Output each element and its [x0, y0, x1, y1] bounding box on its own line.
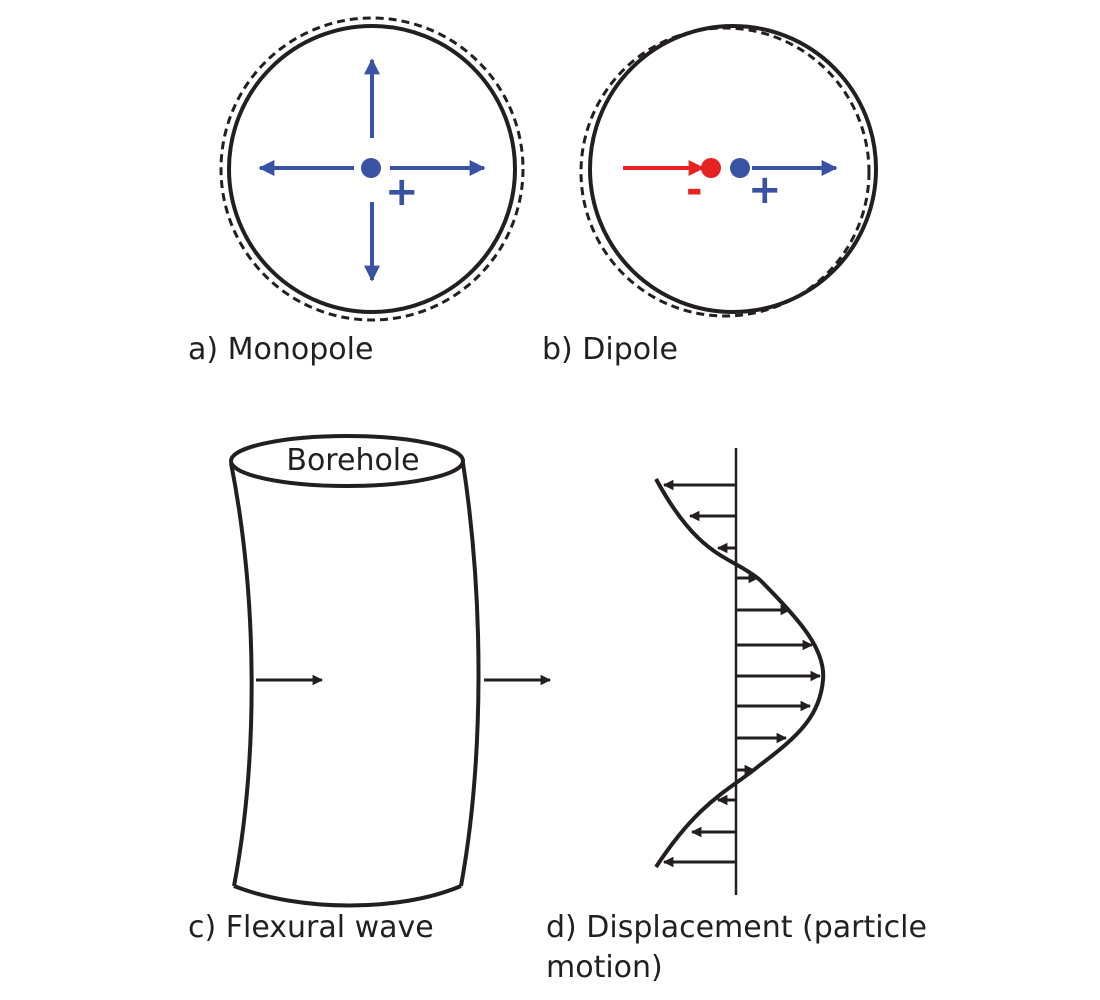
monopole-panel: + [219, 16, 525, 322]
monopole-plus-sign: + [385, 169, 419, 215]
dipole-positive-dot [730, 158, 750, 178]
borehole-right-wall [459, 462, 481, 887]
dipole-negative-dot [701, 158, 721, 178]
borehole-label: Borehole [286, 443, 419, 478]
displacement-arrows [662, 479, 822, 868]
borehole-left-wall [229, 462, 254, 887]
displacement-panel [654, 448, 826, 895]
displacement-caption: d) Displacement (particle motion) [546, 910, 927, 985]
monopole-borehole-wall [227, 24, 517, 314]
monopole-caption: a) Monopole [188, 332, 374, 367]
displacement-curve [654, 478, 826, 869]
monopole-source-dot [361, 158, 381, 178]
dipole-minus-sign: - [686, 167, 703, 213]
monopole-expanded-wall [219, 16, 525, 322]
dipole-caption: b) Dipole [542, 332, 678, 367]
flexural-caption: c) Flexural wave [188, 910, 434, 945]
flexural-panel: Borehole [229, 434, 552, 908]
dipole-plus-sign: + [748, 167, 782, 213]
dipole-borehole-wall [588, 24, 878, 314]
dipole-panel: - + [579, 24, 878, 318]
dipole-shifted-wall [579, 26, 871, 318]
borehole-bottom-edge [233, 884, 462, 908]
borehole-top-ellipse [229, 434, 465, 488]
